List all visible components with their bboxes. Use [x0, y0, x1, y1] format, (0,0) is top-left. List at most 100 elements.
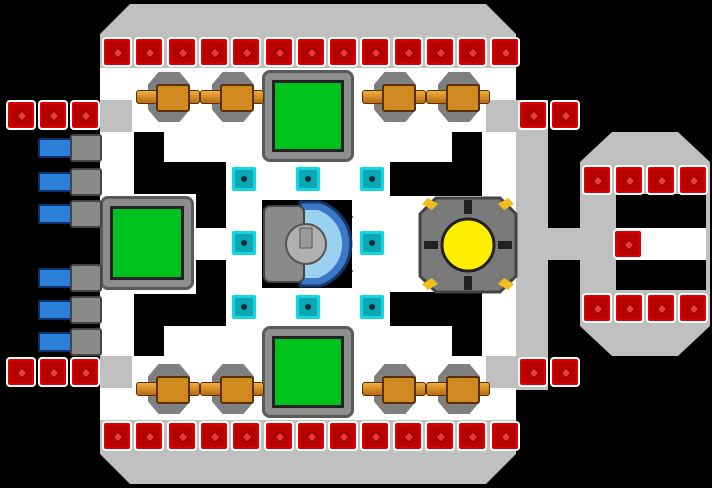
armor-block-icon[interactable] [457, 421, 488, 451]
armor-block-icon[interactable] [102, 37, 132, 67]
cannon-turret[interactable] [200, 362, 264, 416]
thruster-body [70, 200, 102, 228]
cannon-turret[interactable] [362, 362, 426, 416]
hull-cutout [452, 132, 482, 162]
cannon-turret-icon [220, 84, 254, 112]
thruster-body [70, 134, 102, 162]
armor-block-icon[interactable] [166, 421, 197, 451]
thruster[interactable] [38, 166, 102, 196]
armor-block-icon[interactable] [582, 293, 612, 323]
green-module-icon [272, 336, 344, 408]
wing-interior [582, 194, 616, 290]
armor-block-icon[interactable] [263, 37, 294, 67]
armor-block-icon[interactable] [582, 165, 612, 195]
thruster[interactable] [38, 198, 102, 228]
armor-block-icon[interactable] [392, 37, 423, 67]
armor-block-icon[interactable] [489, 421, 520, 451]
armor-block-icon[interactable] [328, 421, 359, 451]
hull-corner [486, 356, 518, 388]
armor-block-icon[interactable] [489, 37, 520, 67]
thruster-body [70, 328, 102, 356]
armor-block-icon[interactable] [518, 100, 548, 130]
module-block[interactable] [262, 326, 354, 418]
armor-block-icon[interactable] [295, 421, 326, 451]
armor-block-icon[interactable] [550, 357, 580, 387]
armor-block-icon[interactable] [360, 421, 391, 451]
armor-block-icon[interactable] [38, 100, 68, 130]
wing-cutout [616, 194, 646, 228]
cockpit-dome-icon[interactable] [262, 200, 354, 288]
cannon-turret[interactable] [200, 70, 264, 124]
shield-emitter-icon[interactable] [358, 165, 386, 193]
shield-emitter-icon[interactable] [230, 165, 258, 193]
thruster-body [70, 168, 102, 196]
armor-block-icon[interactable] [6, 357, 36, 387]
cannon-turret[interactable] [426, 70, 490, 124]
shield-emitter-icon[interactable] [230, 229, 258, 257]
armor-block-icon[interactable] [457, 37, 488, 67]
cannon-turret[interactable] [136, 362, 200, 416]
armor-block-icon[interactable] [70, 357, 100, 387]
thruster[interactable] [38, 294, 102, 324]
armor-block-icon[interactable] [134, 37, 165, 67]
armor-block-icon[interactable] [231, 37, 262, 67]
armor-block-icon[interactable] [102, 421, 132, 451]
thruster[interactable] [38, 262, 102, 292]
armor-block-icon[interactable] [295, 37, 326, 67]
shield-emitter-icon[interactable] [230, 293, 258, 321]
armor-block-icon[interactable] [198, 37, 229, 67]
wing-strut [516, 100, 548, 390]
module-block[interactable] [262, 70, 354, 162]
cannon-turret-icon [156, 84, 190, 112]
wing-cutout [616, 260, 646, 290]
armor-block-icon[interactable] [166, 37, 197, 67]
armor-block-icon[interactable] [198, 421, 229, 451]
armor-block-icon[interactable] [263, 421, 294, 451]
thruster[interactable] [38, 132, 102, 162]
hull-cutout [196, 260, 226, 294]
shield-emitter-icon[interactable] [294, 165, 322, 193]
hull-cutout [390, 162, 482, 196]
shield-emitter-icon[interactable] [358, 293, 386, 321]
armor-block-icon[interactable] [425, 37, 455, 67]
armor-block-icon[interactable] [646, 293, 676, 323]
thruster-body [70, 296, 102, 324]
cannon-turret[interactable] [136, 70, 200, 124]
hull-cutout [452, 326, 482, 356]
shield-emitter-icon[interactable] [358, 229, 386, 257]
armor-block-icon[interactable] [614, 165, 644, 195]
armor-block-icon[interactable] [425, 421, 455, 451]
cannon-turret-icon [446, 84, 480, 112]
armor-block-icon[interactable] [518, 357, 548, 387]
armor-block-icon[interactable] [6, 100, 36, 130]
shield-emitter-icon[interactable] [294, 293, 322, 321]
yellow-reactor-icon[interactable] [418, 196, 518, 294]
module-block[interactable] [100, 196, 194, 290]
hull-corner [486, 100, 518, 132]
armor-block-icon[interactable] [550, 100, 580, 130]
armor-block-icon[interactable] [678, 293, 708, 323]
thruster[interactable] [38, 326, 102, 356]
hull-corner [100, 100, 132, 132]
wing-cutout [646, 260, 706, 290]
armor-block-icon[interactable] [360, 37, 391, 67]
hull-cutout [196, 194, 226, 228]
armor-block-icon[interactable] [613, 229, 643, 259]
cannon-turret[interactable] [362, 70, 426, 124]
armor-block-icon[interactable] [38, 357, 68, 387]
green-module-icon [272, 80, 344, 152]
armor-block-icon[interactable] [646, 165, 676, 195]
armor-block-icon[interactable] [70, 100, 100, 130]
armor-block-icon[interactable] [614, 293, 644, 323]
armor-block-icon[interactable] [134, 421, 165, 451]
hull-cutout [134, 294, 226, 326]
armor-block-icon[interactable] [328, 37, 359, 67]
cannon-turret[interactable] [426, 362, 490, 416]
green-module-icon [110, 206, 184, 280]
wing-cutout [646, 194, 706, 228]
armor-block-icon[interactable] [678, 165, 708, 195]
armor-block-icon[interactable] [392, 421, 423, 451]
cannon-turret-icon [156, 376, 190, 404]
armor-block-icon[interactable] [231, 421, 262, 451]
